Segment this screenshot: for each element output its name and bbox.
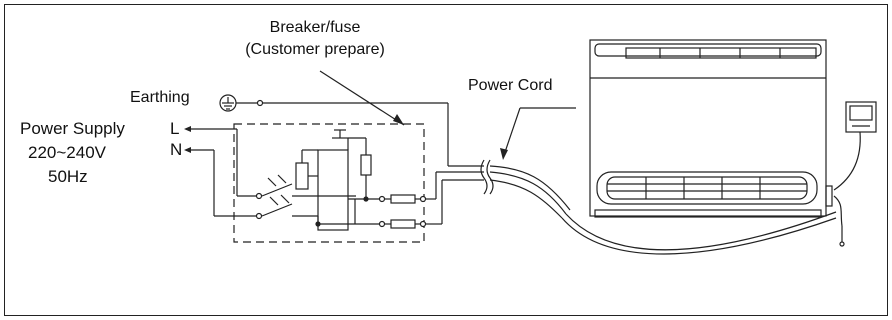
wired-controller: [833, 101, 877, 247]
breaker-box: [233, 123, 425, 243]
breaker-relay: [295, 129, 380, 231]
breaker-leader: [319, 70, 405, 126]
power-supply-label: Power Supply: [20, 119, 125, 138]
power-cord: [489, 165, 837, 255]
earth-wire: [236, 99, 484, 167]
breaker-label-line1: Breaker/fuse: [269, 19, 361, 36]
earthing-icon: [219, 94, 237, 112]
terminal-l-label: L: [170, 119, 180, 138]
terminal-n-label: N: [170, 140, 183, 159]
frequency-label: 50Hz: [48, 167, 88, 186]
indoor-unit: [589, 39, 833, 218]
power-cord-label: Power Cord: [468, 77, 553, 94]
breaker-label-line2: (Customer prepare): [245, 41, 385, 58]
fuse-pair: [378, 171, 484, 229]
voltage-label: 220~240V: [28, 143, 106, 162]
neutral-wire: [184, 147, 256, 217]
earthing-label: Earthing: [130, 89, 190, 106]
breaker-switch-contacts: [255, 174, 318, 220]
live-wire: [184, 126, 256, 197]
power-cord-leader: [500, 107, 576, 160]
cord-break-mark: [480, 159, 494, 195]
diagram-frame: [4, 4, 888, 316]
